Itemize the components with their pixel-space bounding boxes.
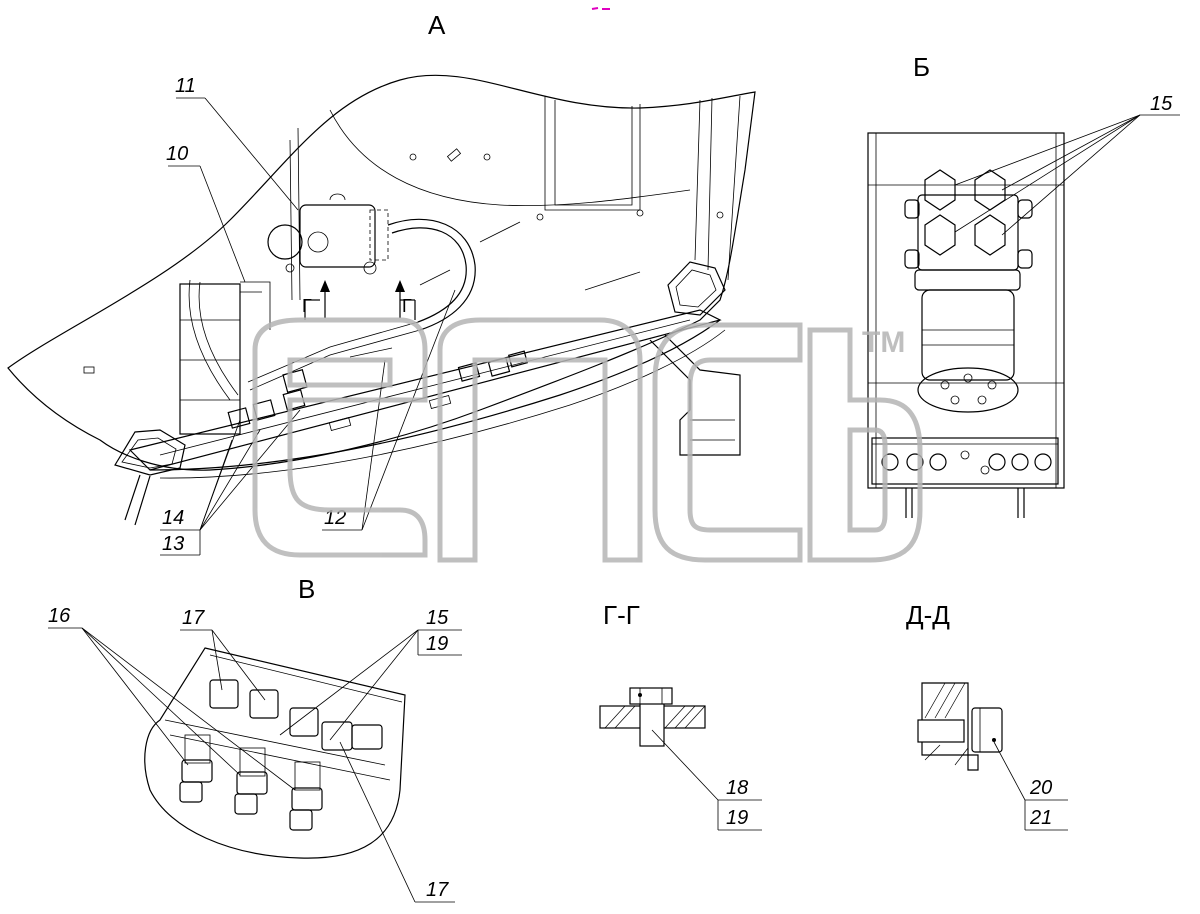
- manifold-bar: [871, 437, 1059, 518]
- section-mark-left: Г: [302, 296, 312, 316]
- view-b: Б: [867, 52, 1180, 518]
- view-v-fittings: [179, 679, 383, 831]
- section-mark-right: Г: [402, 296, 412, 316]
- view-v: В 16 17: [48, 574, 462, 903]
- section-d-title: Д-Д: [906, 600, 950, 630]
- callout-20: 20: [1029, 777, 1052, 799]
- view-v-outline: [144, 647, 406, 859]
- hydraulic-valve-block: [904, 169, 1033, 413]
- view-b-title: Б: [913, 52, 930, 82]
- callout-17-top: 17: [182, 607, 205, 629]
- view-a: А: [7, 10, 756, 556]
- callout-19-view-v: 19: [426, 633, 448, 655]
- callout-11: 11: [175, 75, 196, 97]
- watermark-trademark: TM: [862, 326, 905, 359]
- callout-15-view-b: 15: [1150, 93, 1173, 115]
- callout-15-view-v: 15: [426, 607, 449, 629]
- view-a-body-outline: [7, 74, 756, 471]
- callout-17-bottom: 17: [426, 879, 449, 901]
- callout-16: 16: [48, 605, 71, 627]
- view-a-title: А: [428, 10, 446, 40]
- section-g: Г-Г 18 19: [599, 600, 762, 831]
- callout-18: 18: [726, 777, 748, 799]
- watermark-logo: TM: [252, 317, 923, 563]
- callout-10: 10: [166, 143, 188, 165]
- section-g-title: Г-Г: [603, 600, 640, 630]
- view-v-title: В: [298, 574, 315, 604]
- callout-14: 14: [162, 507, 184, 529]
- view-a-leaders: [160, 97, 456, 556]
- section-d: Д-Д 20 21: [906, 600, 1068, 831]
- callout-21: 21: [1029, 807, 1052, 829]
- callout-19-section-g: 19: [726, 807, 748, 829]
- section-markers: Г Г: [302, 280, 416, 320]
- callout-13: 13: [162, 533, 184, 555]
- accent-mark: [591, 7, 610, 10]
